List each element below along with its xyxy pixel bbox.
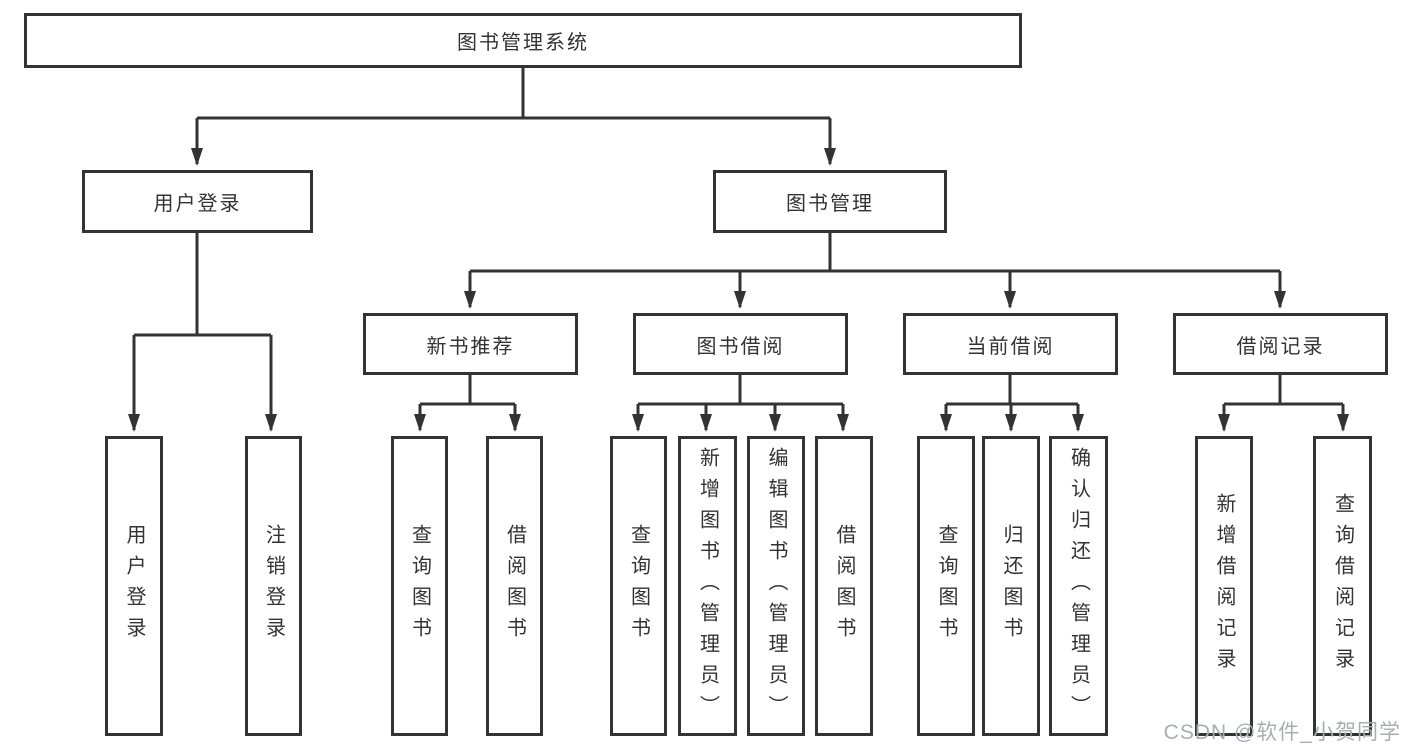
node-label: 图书借阅 (696, 335, 785, 358)
node-leaf-cb-confirm-return: 确认归还（管理员） (1049, 436, 1108, 736)
node-label: 新增借阅记录 (1213, 493, 1235, 679)
node-leaf-user-login: 用户登录 (105, 436, 163, 736)
node-label: 查询图书 (408, 524, 431, 648)
node-root-system: 图书管理系统 (24, 13, 1022, 68)
node-label: 借阅图书 (503, 524, 526, 648)
node-borrowing-records: 借阅记录 (1173, 313, 1388, 375)
node-label: 用户登录 (153, 193, 242, 215)
node-leaf-bb-borrow-books: 借阅图书 (815, 436, 873, 736)
connector-currentborrow-to-leaves (940, 375, 1084, 432)
node-label: 编辑图书（管理员） (765, 446, 787, 726)
node-book-management: 图书管理 (713, 170, 947, 233)
node-label: 借阅记录 (1236, 335, 1325, 358)
node-user-login-group: 用户登录 (82, 170, 313, 233)
node-leaf-rec-borrow-books: 借阅图书 (486, 436, 543, 736)
node-leaf-cb-query-books: 查询图书 (917, 436, 975, 736)
node-book-borrowing: 图书借阅 (633, 313, 848, 375)
node-label: 查询借阅记录 (1331, 493, 1354, 679)
node-label: 用户登录 (123, 524, 145, 648)
node-new-book-recommend: 新书推荐 (363, 313, 578, 375)
node-label: 查询图书 (627, 524, 650, 648)
connector-newbookrec-to-leaves (414, 375, 521, 432)
connector-borrowrecords-to-leaves (1218, 375, 1349, 432)
node-leaf-bb-edit-books: 编辑图书（管理员） (747, 436, 805, 736)
node-label: 当前借阅 (966, 335, 1055, 358)
node-label: 新增图书（管理员） (696, 446, 719, 726)
node-leaf-rec-query-books: 查询图书 (391, 436, 448, 736)
node-label: 归还图书 (1000, 524, 1022, 648)
node-leaf-bb-add-books: 新增图书（管理员） (678, 436, 737, 736)
node-current-borrowing: 当前借阅 (903, 313, 1118, 375)
node-label: 查询图书 (935, 524, 957, 648)
node-label: 借阅图书 (833, 524, 855, 648)
connector-root-to-level2 (191, 68, 836, 166)
csdn-watermark: CSDN @软件_小贺同学 (1163, 721, 1401, 744)
node-leaf-cb-return-books: 归还图书 (982, 436, 1040, 736)
node-label: 确认归还（管理员） (1067, 446, 1090, 726)
node-label: 新书推荐 (426, 335, 515, 358)
node-label: 注销登录 (262, 524, 285, 648)
node-leaf-bb-query-books: 查询图书 (610, 436, 667, 736)
node-label: 图书管理系统 (457, 32, 589, 54)
connector-bookborrow-to-leaves (632, 375, 849, 432)
node-leaf-br-add-record: 新增借阅记录 (1195, 436, 1253, 736)
node-leaf-br-query-record: 查询借阅记录 (1313, 436, 1372, 736)
connector-userlogin-to-leaves (128, 233, 277, 432)
node-label: 图书管理 (786, 193, 874, 215)
connector-bookmgmt-to-level3 (464, 233, 1286, 309)
node-leaf-logout: 注销登录 (245, 436, 302, 736)
